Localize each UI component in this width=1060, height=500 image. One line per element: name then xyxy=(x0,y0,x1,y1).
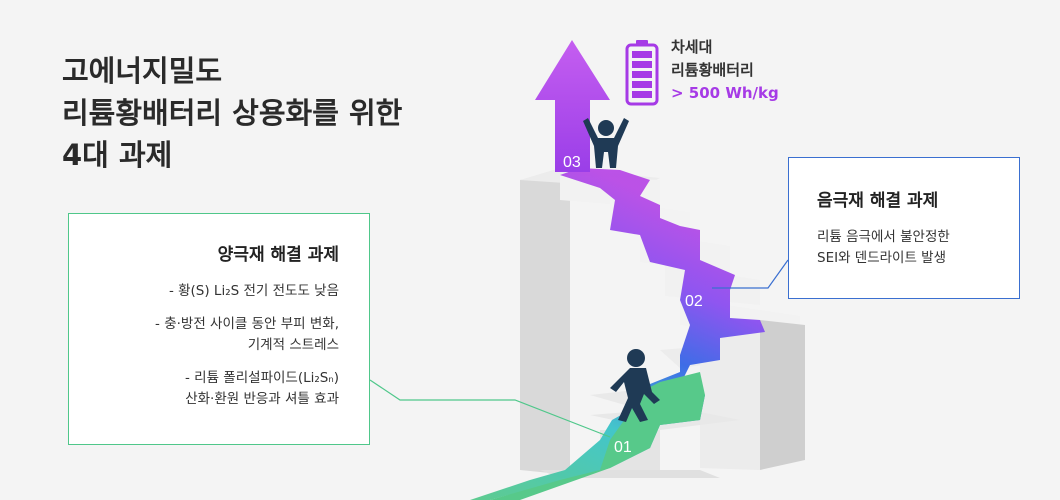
cathode-item-1: - 황(S) Li₂S 전기 전도도 낮음 xyxy=(168,283,339,299)
anode-line-1: 리튬 음극에서 불안정한 xyxy=(817,229,950,245)
anode-line-2: SEI와 덴드라이트 발생 xyxy=(817,250,947,266)
cathode-challenges-box: 양극재 해결 과제 - 황(S) Li₂S 전기 전도도 낮음 - 충·방전 사… xyxy=(68,213,370,445)
step-number-01: 01 xyxy=(614,439,632,456)
cathode-item-2-line-2: 기계적 스트레스 xyxy=(247,337,339,353)
title-line-3: 4대 과제 xyxy=(62,138,173,172)
title-line-1: 고에너지밀도 xyxy=(62,54,223,88)
title-line-2: 리튬황배터리 상용화를 위한 xyxy=(62,96,403,130)
cathode-item-3-line-1: - 리튬 폴리설파이드(Li₂Sₙ) xyxy=(185,370,339,386)
cathode-connector xyxy=(369,379,611,438)
badge-line-2: 리튬황배터리 xyxy=(671,61,754,79)
progress-path xyxy=(470,168,765,500)
cathode-item-2-line-1: - 충·방전 사이클 동안 부피 변화, xyxy=(155,316,339,332)
anode-connector xyxy=(712,259,789,289)
anode-description: 리튬 음극에서 불안정한 SEI와 덴드라이트 발생 xyxy=(817,227,1019,269)
step-number-03: 03 xyxy=(563,154,581,171)
anode-challenges-box: 음극재 해결 과제 리튬 음극에서 불안정한 SEI와 덴드라이트 발생 xyxy=(788,157,1020,299)
step-number-02: 02 xyxy=(685,293,703,310)
stair-block xyxy=(520,168,805,478)
page-title: 고에너지밀도 리튬황배터리 상용화를 위한 4대 과제 xyxy=(62,50,402,176)
next-gen-badge: 차세대 리튬황배터리 > 500 Wh/kg xyxy=(671,36,779,105)
up-arrow xyxy=(535,40,610,172)
battery-icon xyxy=(625,40,659,106)
badge-line-1: 차세대 xyxy=(671,38,713,56)
energy-density-spec: > 500 Wh/kg xyxy=(671,84,779,102)
anode-heading: 음극재 해결 과제 xyxy=(817,191,939,211)
cathode-item-2: - 충·방전 사이클 동안 부피 변화, 기계적 스트레스 xyxy=(79,314,339,356)
cathode-heading: 양극재 해결 과제 xyxy=(217,245,339,265)
cheering-person-icon xyxy=(583,118,629,168)
cathode-item-3: - 리튬 폴리설파이드(Li₂Sₙ) 산화·환원 반응과 셔틀 효과 xyxy=(79,368,339,410)
climbing-person-icon xyxy=(610,349,660,422)
cathode-item-3-line-2: 산화·환원 반응과 셔틀 효과 xyxy=(185,391,339,407)
